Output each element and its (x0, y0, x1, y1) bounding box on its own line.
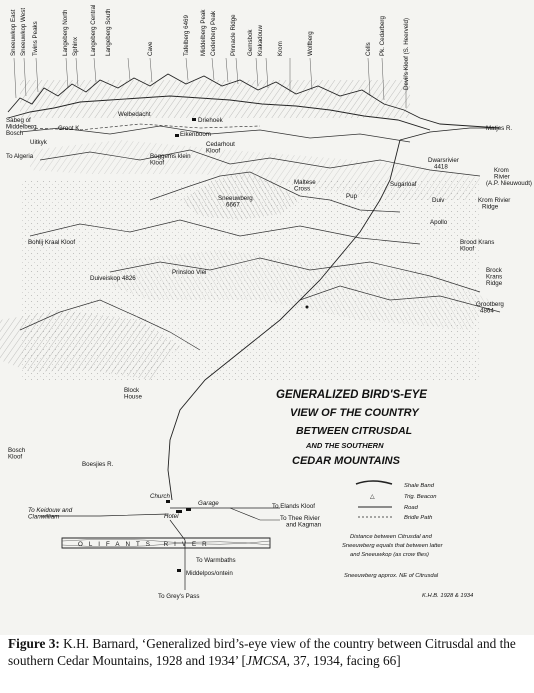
triangle-icon: △ (370, 493, 375, 500)
peak-label: Langeberg North (62, 9, 69, 56)
place-label: Duiv (432, 197, 445, 204)
legend-item: Bridle Path (404, 515, 432, 521)
place-label: Church (150, 493, 171, 500)
place-label: Brock Krans Ridge (486, 267, 504, 287)
place-label: Bosch Kloof (8, 447, 27, 461)
valley-stipple (20, 180, 480, 380)
settlement-markers (166, 118, 309, 572)
legend-note: Sneeuwberg equals that between latter (342, 543, 444, 549)
place-label: Prinsloo Vlei (172, 269, 206, 276)
peak-label: Cederberg Peak (210, 10, 217, 56)
legend-shale-band-symbol (355, 480, 393, 485)
peak-label: Sphinx (72, 36, 79, 56)
place-label: Maltese Cross (294, 179, 317, 193)
caption-journal: JMCSA (245, 652, 287, 668)
peak-label: Middelberg Peak (200, 9, 207, 56)
place-label: Boggems klein Kloof (150, 153, 192, 167)
title-line: VIEW OF THE COUNTRY (290, 407, 420, 419)
place-label: Bohlij Kraal Kloof (28, 239, 75, 246)
place-label: Eikenboom (180, 131, 211, 138)
place-label: Welbedacht (118, 111, 151, 118)
place-label: To Thee Rivier and Kagman (280, 515, 322, 529)
legend-note: and Sneeuwkop (as crow flies) (350, 552, 429, 558)
peak-label: Langeberg Central (90, 5, 97, 56)
caption-text: K.H. Barnard, ‘Generalized bird’s-eye vi… (8, 636, 516, 668)
peak-label: Sneeuwkop East (10, 9, 17, 56)
place-label: Sneeuwberg 6667 (218, 195, 254, 209)
peak-label: Pk. Cedarberg (379, 16, 386, 56)
place-label: Driehoek (198, 117, 224, 124)
place-label: Middelpos/ontein (186, 570, 233, 577)
map-legend: Shale Band △ Trig. Beacon Road Bridle Pa… (342, 480, 473, 599)
peak-label: Langeberg South (105, 8, 112, 56)
birds-eye-map: Sneeuwkop East Sneeuwkop West Twins Peak… (0, 5, 532, 600)
place-label: To Grey's Pass (158, 593, 199, 600)
place-label: Cedarhout Kloof (206, 141, 237, 155)
peak-label: Tafelberg 6469 (183, 15, 190, 56)
title-line: AND THE SOUTHERN (305, 441, 384, 450)
caption-tail: , 37, 1934, facing 66] (286, 652, 401, 668)
caption-label: Figure 3: (8, 636, 60, 651)
legend-note: Sneeuwberg approx. NE of Citrusdal (344, 573, 439, 579)
place-label: Boesjies R. (82, 461, 114, 468)
map-figure: Sneeuwkop East Sneeuwkop West Twins Peak… (0, 0, 534, 635)
peak-label: Twins Peaks (32, 21, 39, 56)
place-label: Sugarloaf (390, 181, 417, 188)
place-label: To Algeria (6, 153, 34, 160)
place-label: Garage (198, 500, 219, 507)
place-labels: Sabeg of Middelberg Bosch Groot K. Uitky… (6, 111, 532, 600)
title-line: BETWEEN CITRUSDAL (296, 425, 412, 437)
figure-caption: Figure 3: K.H. Barnard, ‘Generalized bir… (8, 636, 526, 669)
peak-label: Cells (365, 42, 372, 56)
peak-label: Wolfberg (307, 31, 314, 56)
place-label: Block House (124, 387, 142, 401)
place-label: Dwarsrivier 4418 (428, 157, 461, 171)
olifants-river-band (61, 537, 271, 549)
peak-label: Krom (277, 41, 284, 56)
place-label: Matjes R. (486, 125, 512, 132)
peak-pointers (13, 57, 407, 108)
legend-note: Distance between Citrusdal and (350, 534, 433, 540)
peak-labels: Sneeuwkop East Sneeuwkop West Twins Peak… (10, 5, 410, 90)
skyline-shading (20, 80, 410, 118)
place-label: To Keidouw and Clanwilliam (28, 507, 74, 521)
peak-label: Cave (147, 41, 154, 56)
place-label: OLIFANTS RIVER (78, 541, 213, 548)
legend-item: Trig. Beacon (404, 494, 436, 500)
title-line: CEDAR MOUNTAINS (292, 455, 401, 467)
peak-label: Devil's Kloof (S. Heerveld) (403, 18, 410, 90)
place-label: Hotel (164, 513, 179, 520)
signature: K.H.B. 1928 & 1934 (422, 593, 473, 599)
place-label: To Elands Kloof (272, 503, 315, 510)
place-label: Krom Rivier (A.P. Nieuwoudt) (486, 167, 532, 187)
peak-label: Gemsbok (247, 29, 254, 56)
title-line: GENERALIZED BIRD'S-EYE (276, 389, 427, 401)
legend-item: Shale Band (404, 483, 435, 489)
place-label: To Warmbaths (196, 557, 236, 564)
peak-label: Pinnacle Ridge (230, 14, 237, 56)
map-title: GENERALIZED BIRD'S-EYE VIEW OF THE COUNT… (276, 389, 427, 467)
place-label: Sabeg of Middelberg Bosch (6, 117, 38, 137)
peak-label: Sneeuwkop West (20, 8, 27, 56)
peak-label: Krakadouw (257, 25, 264, 56)
river-lines (29, 123, 500, 590)
place-label: Brood Krans Kloof (460, 239, 496, 253)
place-label: Krom Rivier Ridge (478, 197, 512, 211)
place-label: Apollo (430, 219, 448, 226)
place-label: Groot K. (58, 125, 81, 132)
place-label: Duiveiskop 4826 (90, 275, 136, 282)
place-label: Grootberg 4864 (476, 301, 506, 315)
place-label: Pup (346, 193, 358, 200)
legend-item: Road (404, 505, 419, 511)
place-label: Uitkyk (30, 139, 48, 146)
